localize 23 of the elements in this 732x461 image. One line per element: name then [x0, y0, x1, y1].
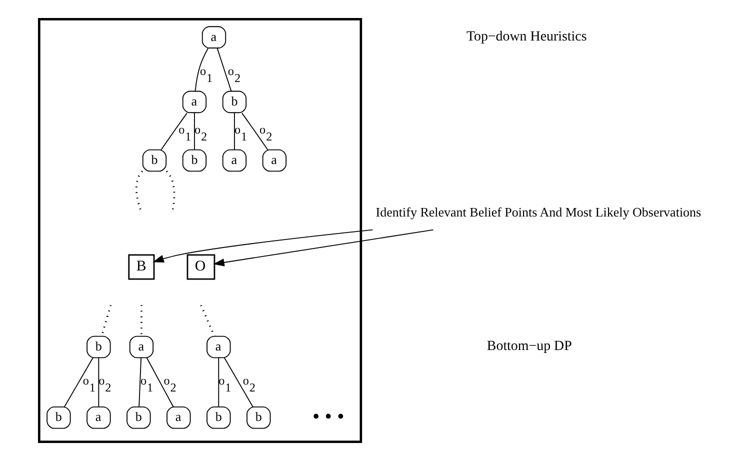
connector	[194, 48, 208, 92]
label: Bottom−up DP	[486, 339, 572, 354]
cluster	[38, 18, 362, 443]
connector	[165, 170, 175, 212]
node-box: O	[186, 254, 215, 280]
node-box: B	[128, 254, 154, 280]
label: • • •	[312, 406, 344, 428]
connector	[216, 48, 232, 92]
node-text: Identify Relevant Belief Points And Most Likely Observations	[375, 204, 701, 220]
connector	[146, 357, 174, 408]
connector	[240, 112, 268, 150]
arrow	[212, 229, 434, 266]
connector	[160, 112, 187, 150]
connector	[63, 357, 93, 408]
connector	[135, 170, 143, 212]
connector	[138, 357, 142, 408]
connector	[200, 304, 215, 337]
arrow	[152, 229, 373, 263]
connector	[218, 357, 219, 408]
connector	[98, 357, 99, 408]
label: Top−down Heuristics	[466, 30, 586, 45]
connector	[233, 112, 234, 150]
connector	[223, 357, 253, 408]
